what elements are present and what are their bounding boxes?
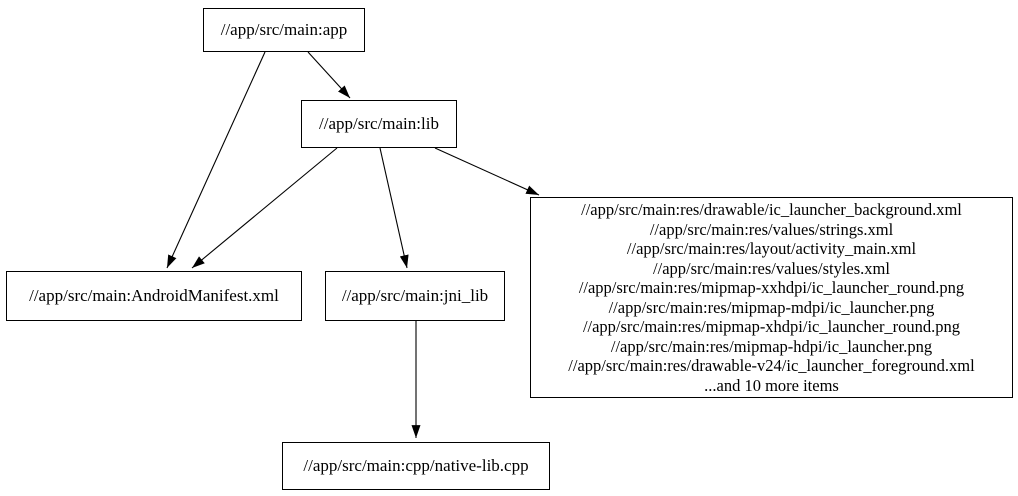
edge-app-to-lib xyxy=(307,51,351,99)
res-file-line: //app/src/main:res/mipmap-xhdpi/ic_launc… xyxy=(582,317,961,336)
node-label: //app/src/main:AndroidManifest.xml xyxy=(29,286,279,305)
res-file-line: //app/src/main:res/layout/activity_main.… xyxy=(626,239,917,258)
node-androidmanifest-file: //app/src/main:AndroidManifest.xml xyxy=(6,271,302,321)
edge-lib-to-jnilib xyxy=(379,147,409,269)
res-file-line: //app/src/main:res/mipmap-xxhdpi/ic_laun… xyxy=(578,278,965,297)
res-file-line: //app/src/main:res/mipmap-hdpi/ic_launch… xyxy=(610,336,933,356)
node-res-files-group: //app/src/main:res/drawable/ic_launcher_… xyxy=(530,197,1013,398)
edge-lib-to-androidmanifest xyxy=(191,147,338,269)
node-app-target: //app/src/main:app xyxy=(203,8,365,52)
node-label: //app/src/main:jni_lib xyxy=(341,286,489,305)
res-file-line: //app/src/main:res/mipmap-mdpi/ic_launch… xyxy=(608,297,935,317)
res-file-line: //app/src/main:res/drawable/ic_launcher_… xyxy=(581,200,962,219)
res-file-line: //app/src/main:res/values/strings.xml xyxy=(649,219,894,239)
node-label: //app/src/main:lib xyxy=(319,114,439,133)
node-label: //app/src/main:cpp/native-lib.cpp xyxy=(303,456,529,475)
node-native-lib-cpp-file: //app/src/main:cpp/native-lib.cpp xyxy=(282,442,550,490)
edge-lib-to-resfiles xyxy=(434,147,540,196)
res-file-line: //app/src/main:res/drawable-v24/ic_launc… xyxy=(568,356,975,375)
res-more-items-line: ...and 10 more items xyxy=(704,375,839,395)
node-lib-target: //app/src/main:lib xyxy=(301,100,457,148)
res-file-line: //app/src/main:res/values/styles.xml xyxy=(653,258,890,278)
node-label: //app/src/main:app xyxy=(220,20,348,39)
edge-app-to-androidmanifest xyxy=(166,51,266,269)
node-jnilib-target: //app/src/main:jni_lib xyxy=(325,271,505,321)
